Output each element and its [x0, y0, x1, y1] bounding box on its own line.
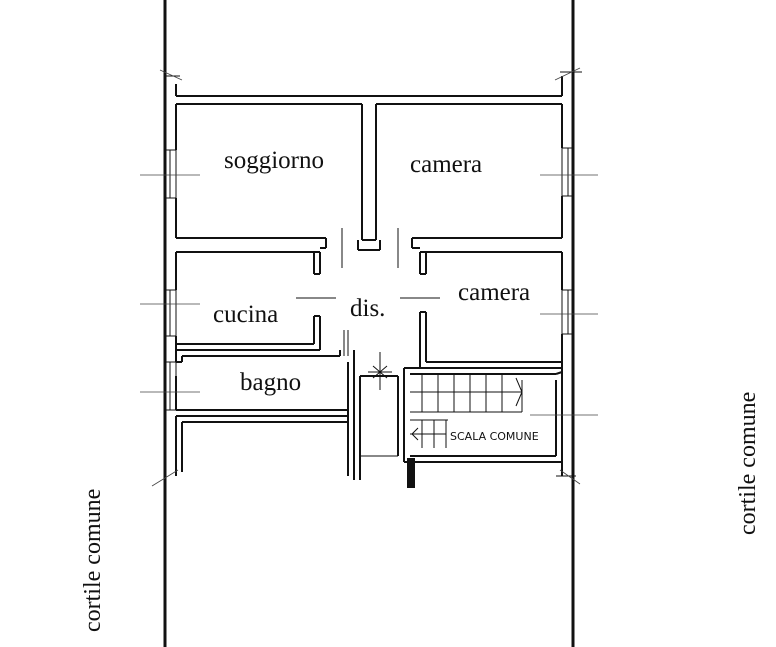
label-cortile-left: cortile comune [80, 489, 106, 632]
label-soggiorno: soggiorno [224, 147, 324, 174]
label-scala-comune: SCALA COMUNE [450, 430, 539, 443]
windows [165, 147, 573, 411]
label-cortile-right: cortile comune [735, 392, 761, 535]
label-camera-top: camera [410, 151, 482, 178]
label-disimpegno: dis. [350, 295, 385, 322]
label-camera-mid: camera [458, 279, 530, 306]
building-outline [159, 0, 582, 647]
doors [296, 228, 440, 390]
stair-treads [410, 374, 523, 448]
label-bagno: bagno [240, 369, 301, 396]
section-ticks [140, 174, 598, 487]
label-cucina: cucina [213, 301, 278, 328]
interior-walls [175, 103, 576, 488]
stair-column [407, 458, 415, 488]
